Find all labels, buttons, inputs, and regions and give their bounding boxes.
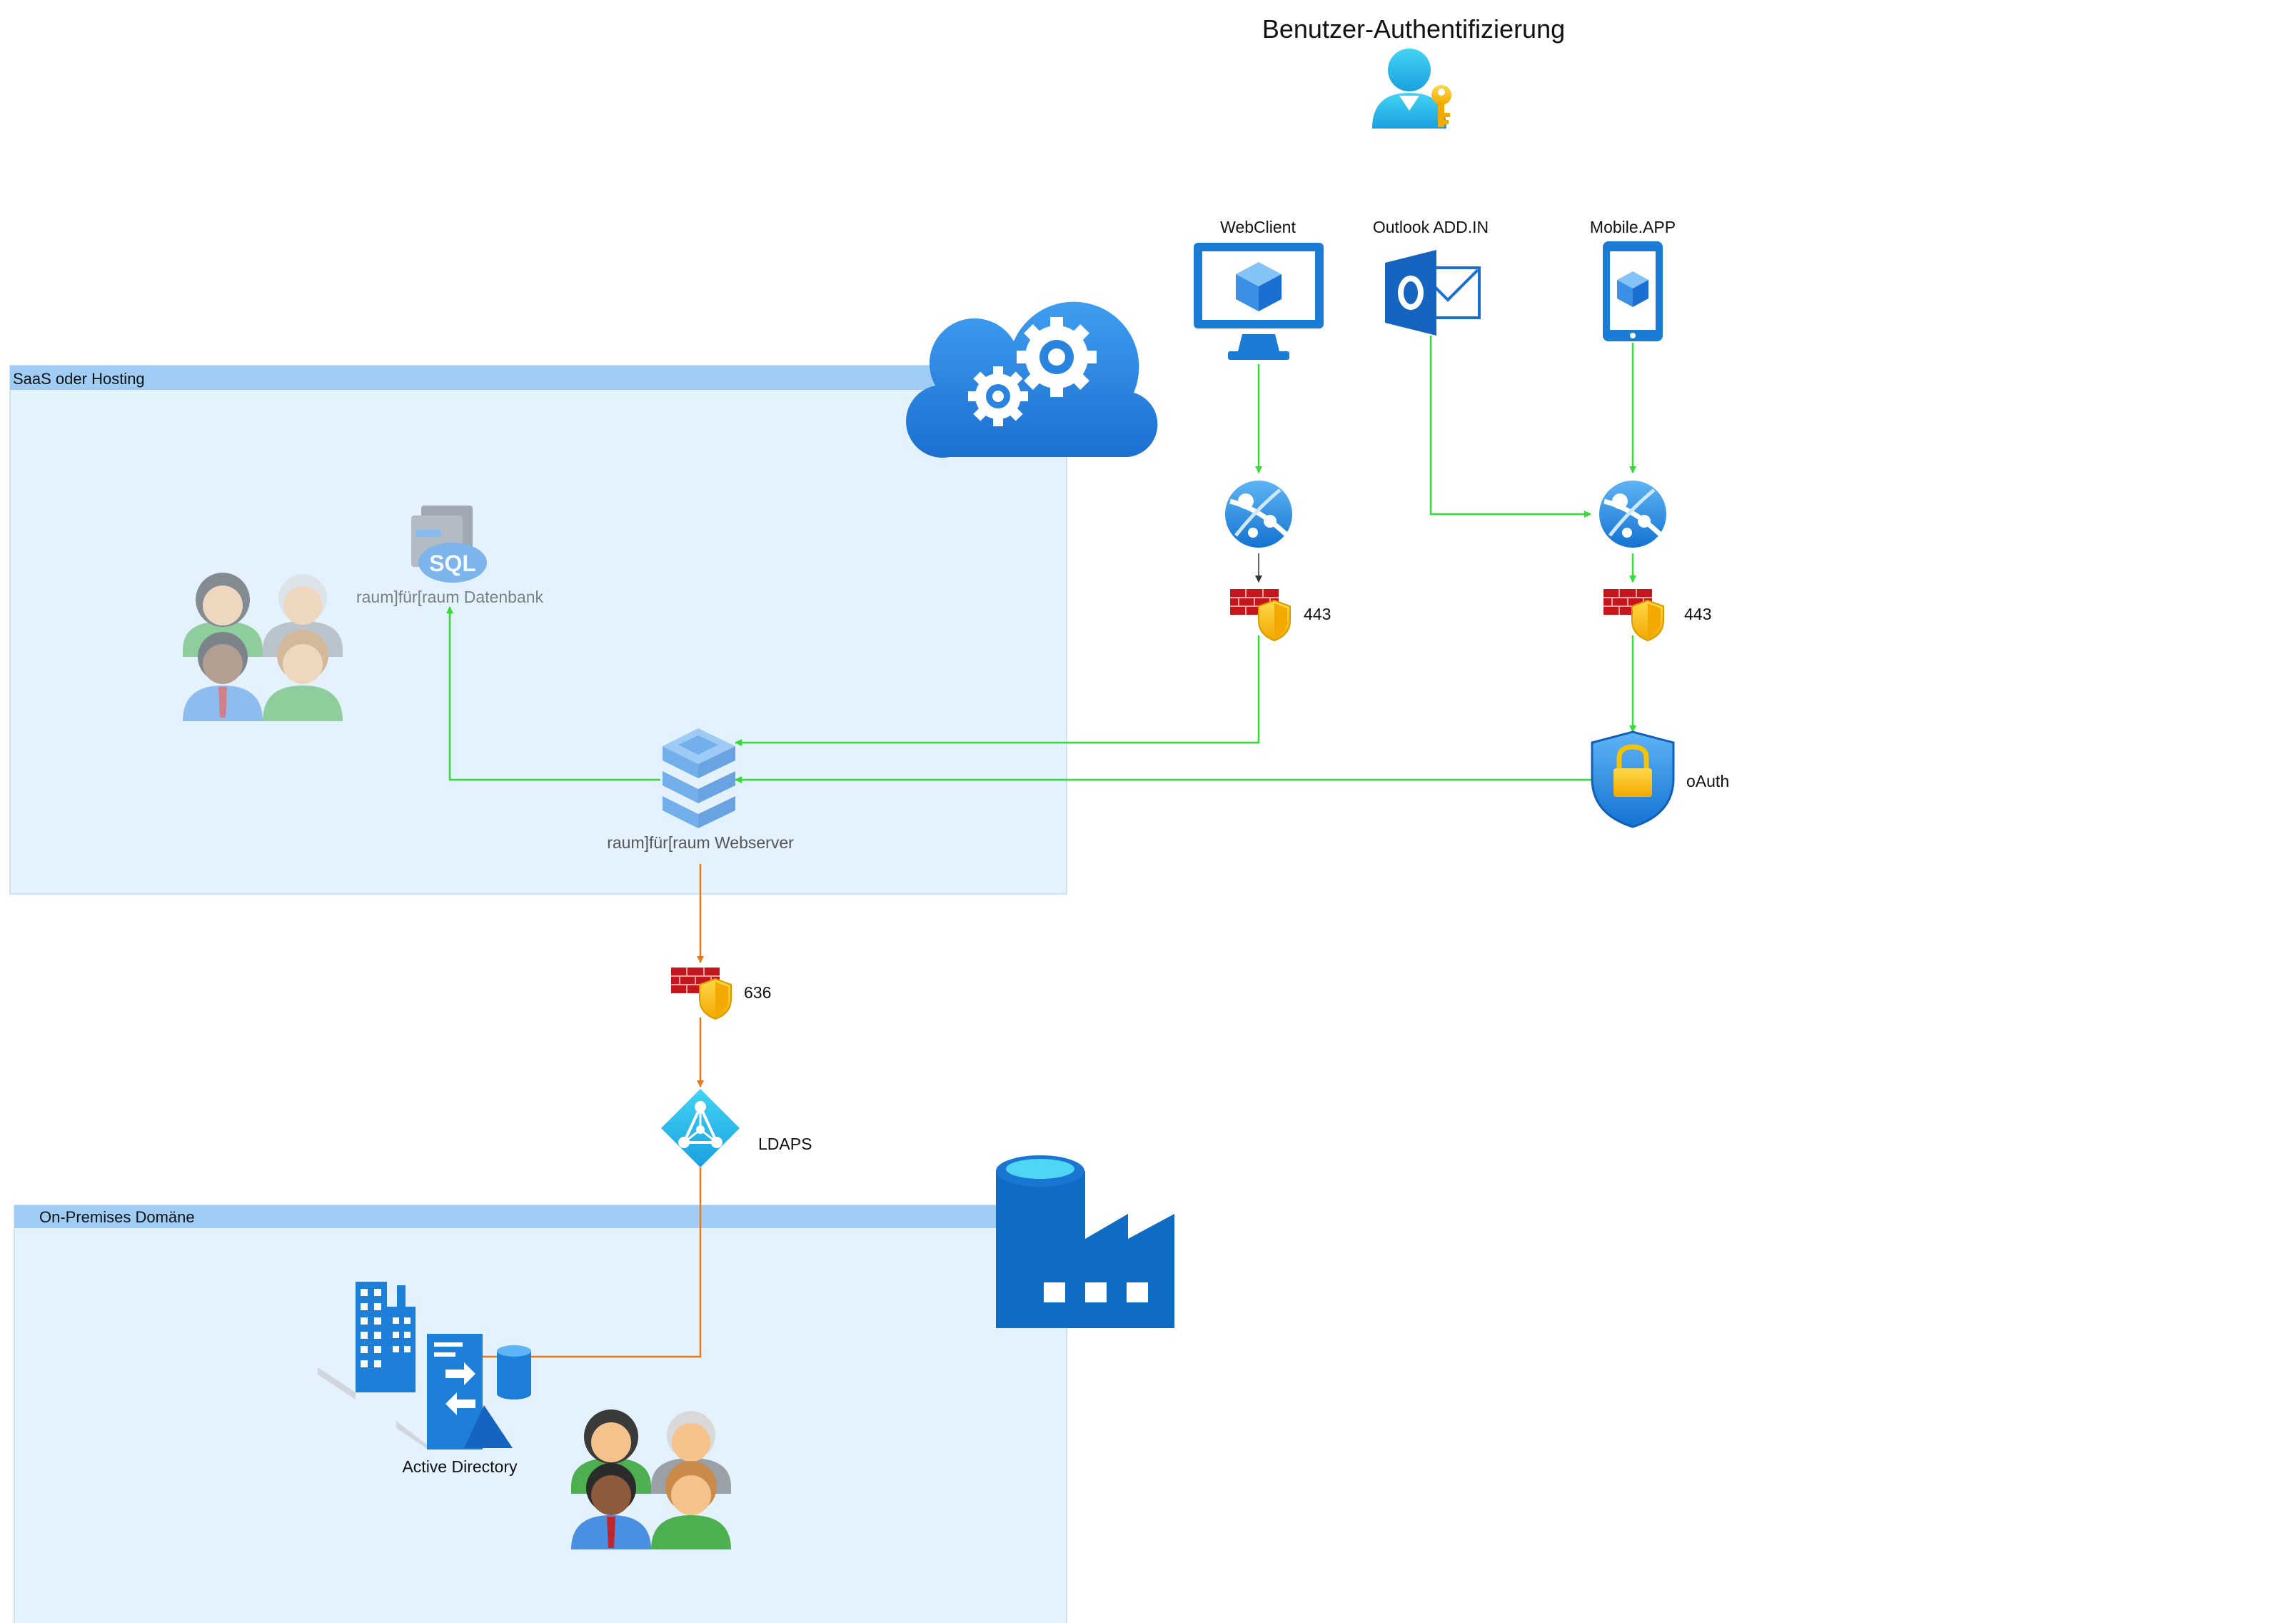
outlook-node[interactable]: Outlook ADD.IN <box>1373 218 1489 336</box>
connector-outlook <box>1429 336 1591 518</box>
port-label-web: 443 <box>1304 605 1331 623</box>
outlook-label: Outlook ADD.IN <box>1373 218 1489 236</box>
connector-webserver-database <box>446 606 660 781</box>
gear-icon <box>1017 317 1097 397</box>
server-stack-icon <box>663 728 735 828</box>
monitor-icon <box>1194 243 1324 360</box>
factory-icon <box>996 1155 1174 1328</box>
database-node[interactable]: SQL raum]für[raum Datenbank <box>356 506 544 606</box>
webclient-node[interactable]: WebClient <box>1194 218 1324 360</box>
onprem-zone-label: On-Premises Domäne <box>39 1208 195 1226</box>
connector-ldaps-ad <box>462 1167 702 1360</box>
users-group-icon <box>183 573 343 721</box>
webserver-node[interactable]: raum]für[raum Webserver <box>607 728 794 852</box>
port-label-ldap: 636 <box>744 983 771 1002</box>
database-label: raum]für[raum Datenbank <box>356 588 544 606</box>
connectors <box>446 336 1636 1360</box>
sql-database-icon: SQL <box>411 506 487 583</box>
active-directory-node[interactable]: Active Directory <box>318 1282 531 1476</box>
directory-diamond-icon <box>661 1089 740 1167</box>
user-key-icon <box>1372 49 1451 129</box>
active-directory-label: Active Directory <box>402 1457 518 1476</box>
svg-text:SQL: SQL <box>429 551 476 576</box>
firewall-icon <box>1603 589 1664 642</box>
saas-zone: SaaS oder Hosting <box>9 365 1067 895</box>
onprem-zone: On-Premises Domäne <box>14 1205 1067 1623</box>
ldaps-node[interactable]: LDAPS <box>661 1089 812 1167</box>
firewall-icon <box>671 968 732 1020</box>
outlook-icon <box>1385 250 1481 336</box>
saas-zone-label: SaaS oder Hosting <box>13 370 145 388</box>
tablet-icon <box>1603 241 1663 341</box>
shield-lock-icon <box>1591 730 1675 828</box>
webserver-label: raum]für[raum Webserver <box>607 833 794 852</box>
users-group-icon <box>571 1410 731 1549</box>
ldaps-label: LDAPS <box>758 1135 812 1153</box>
app-service-icon <box>1225 481 1292 548</box>
firewall-icon <box>1230 589 1291 642</box>
oauth-node[interactable]: oAuth <box>1591 730 1729 828</box>
mobile-node[interactable]: Mobile.APP <box>1590 218 1676 341</box>
webclient-label: WebClient <box>1220 218 1296 236</box>
cloud-services-icon <box>906 301 1158 458</box>
mobile-label: Mobile.APP <box>1590 218 1676 236</box>
diagram-title: Benutzer-Authentifizierung <box>1262 14 1565 44</box>
oauth-label: oAuth <box>1686 772 1729 790</box>
connector-firewall-webserver <box>735 635 1260 746</box>
port-label-mobile: 443 <box>1684 605 1711 623</box>
enterprise-building-icon <box>318 1282 531 1449</box>
app-service-icon <box>1599 481 1666 548</box>
gear-icon <box>968 366 1028 426</box>
